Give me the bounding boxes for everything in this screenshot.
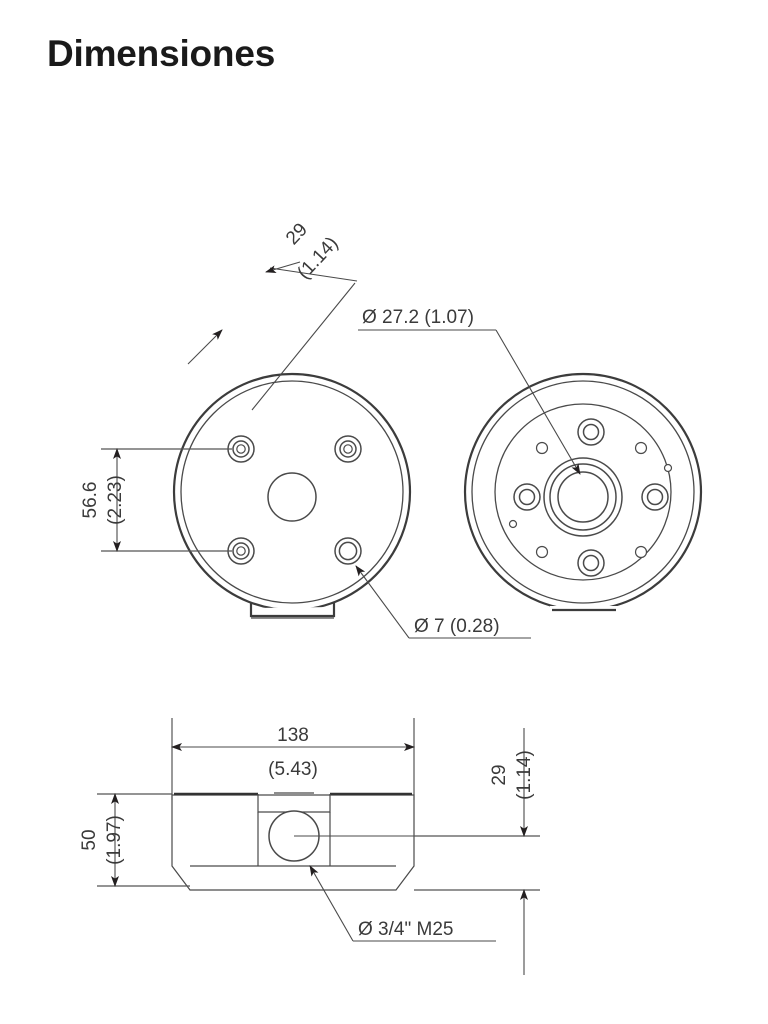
side-conduit-tab [257,812,331,866]
dim-hole-center-diameter-value: Ø 27.2 (1.07) [362,307,474,328]
dim-conduit-leader [309,865,354,942]
dim-138-value: 138 [277,725,309,746]
right-small-hole-3 [535,545,549,559]
dim-29-side-value: 29 [489,764,510,785]
dim-29-top-leader-a [269,267,358,282]
left-screw-hole-bottom-right [334,537,362,565]
right-screw-hole-east [641,483,669,511]
view-side-elevation [171,792,540,891]
dimension-conduit-thread [309,865,496,942]
dimension-56-6 [101,448,232,552]
left-screw-hole-top-left [227,435,255,463]
dim-56-6-value: 56.6 [80,482,101,519]
right-screw-hole-west [513,483,541,511]
right-screw-hole-south [577,549,605,577]
view-right-circular [463,372,703,614]
right-small-hole-2 [634,441,648,455]
page-title: Dimensiones [47,33,276,74]
right-small-hole-1 [535,441,549,455]
right-hub-inner [557,471,609,523]
right-mid-circle [494,403,672,581]
left-screw-hole-bottom-left [227,537,255,565]
right-small-hole-4 [634,545,648,559]
right-outer-circle-inner [471,380,695,604]
dimension-screw-hole-diameter [355,565,531,639]
dim-29-top-value: 29 [282,219,312,249]
dim-29-top-leader-b [251,282,356,411]
dim-50-value: 50 [79,829,100,850]
dim-50-imperial: (1.97) [104,815,125,865]
view-left-circular [172,372,412,620]
left-screw-hole-top-right [334,435,362,463]
dim-138-imperial: (5.43) [268,759,318,780]
left-inner-circle [180,380,404,604]
side-raised-center [257,794,331,813]
left-bottom-notch [249,602,336,618]
dim-56-6-imperial: (2.23) [105,475,126,525]
right-small-hole-6 [508,519,518,529]
right-screw-hole-north [577,418,605,446]
right-small-hole-5 [663,463,673,473]
dim-29-top-arrow-up [187,329,223,365]
dimension-hole-center-diameter [358,329,581,475]
dim-29-side-imperial: (1.14) [514,750,535,800]
dimension-29-side [414,728,540,975]
dim-29-top-arrow-down [265,261,301,274]
dimension-138 [171,718,415,800]
dim-o7-leader [355,565,410,639]
dimension-50 [97,793,190,887]
dim-screw-hole-diameter-value: Ø 7 (0.28) [414,616,500,637]
dim-conduit-thread-value: Ø 3/4" M25 [358,919,453,940]
left-center-hole [267,472,317,522]
dim-272-leader [495,329,581,475]
dimension-29-top [187,261,358,411]
